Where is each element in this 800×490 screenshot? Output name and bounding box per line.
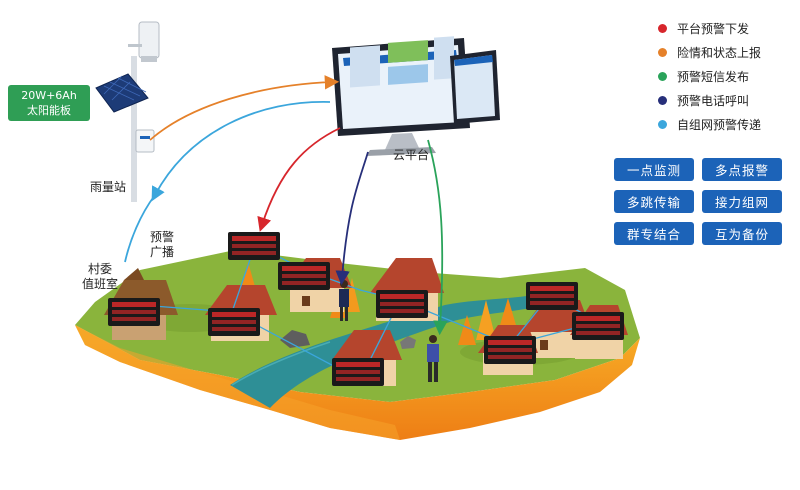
legend-dot-navy-icon (658, 95, 667, 105)
legend-item-status-report: 险情和状态上报 (658, 40, 761, 64)
mesh-village-arrow (124, 194, 156, 263)
solar-panel-name: 太阳能板 (27, 104, 71, 117)
legend-dot-red-icon (658, 23, 667, 33)
legend-dot-blue-icon (658, 119, 667, 129)
feature-mass-professional-combined: 群专结合 (614, 222, 694, 245)
legend-label: 预警短信发布 (677, 69, 750, 84)
feature-multi-point-alarm: 多点报警 (702, 158, 782, 181)
feature-relay-networking: 接力组网 (702, 190, 782, 213)
rain-station-label: 雨量站 (90, 180, 127, 194)
legend-label: 平台预警下发 (677, 21, 750, 36)
village-office-label: 村委 值班室 (82, 262, 118, 292)
legend-label: 预警电话呼叫 (677, 93, 750, 108)
feature-multi-hop-transmission: 多跳传输 (614, 190, 694, 213)
legend-item-platform-warning: 平台预警下发 (658, 16, 761, 40)
flow-arrows (124, 75, 448, 336)
solar-panel-spec: 20W+6Ah (21, 89, 77, 102)
legend-dot-green-icon (658, 71, 667, 81)
led-displays (108, 232, 624, 386)
feature-single-point-monitoring: 一点监测 (614, 158, 694, 181)
feature-grid: 一点监测 多点报警 多跳传输 接力组网 群专结合 互为备份 (614, 158, 782, 245)
legend-label: 险情和状态上报 (677, 45, 762, 60)
rocks (280, 330, 416, 349)
broadcast-label-line2: 广播 (150, 245, 175, 259)
rain-gauge-station (95, 21, 160, 202)
platform-warning-arrow (257, 127, 341, 232)
legend-dot-orange-icon (658, 47, 667, 57)
feature-mutual-backup: 互为备份 (702, 222, 782, 245)
broadcast-label-line1: 预警 (150, 230, 175, 244)
village-office-label-line2: 值班室 (82, 277, 119, 291)
sms-arrow (427, 139, 448, 336)
village-office-label-line1: 村委 (88, 262, 113, 276)
legend-item-sms: 预警短信发布 (658, 64, 761, 88)
legend-item-mesh: 自组网预警传递 (658, 112, 761, 136)
status-report-arrow (149, 75, 340, 141)
phone-call-arrow (335, 151, 369, 286)
legend: 平台预警下发 险情和状态上报 预警短信发布 预警电话呼叫 自组网预警传递 (658, 16, 761, 136)
monitor (332, 36, 500, 156)
legend-label: 自组网预警传递 (677, 117, 762, 132)
solar-panel-tag: 20W+6Ah 太阳能板 (8, 85, 90, 121)
mesh-broadcast-arrow (151, 101, 331, 202)
legend-item-phone-call: 预警电话呼叫 (658, 88, 761, 112)
cloud-platform-label: 云平台 (393, 148, 430, 162)
broadcast-label: 预警 广播 (150, 230, 174, 260)
